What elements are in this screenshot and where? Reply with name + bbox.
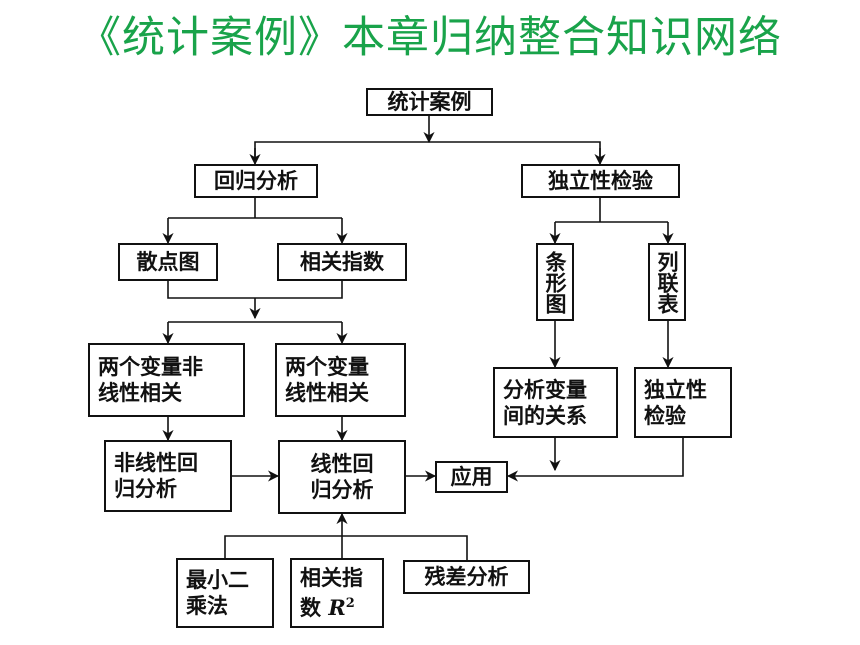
node-analyze-relation-label: 分析变量 间的关系 <box>503 376 587 428</box>
node-independence-label: 独立性检验 <box>548 168 653 193</box>
node-regression: 回归分析 <box>194 164 318 198</box>
node-analyze-relation: 分析变量 间的关系 <box>493 367 618 438</box>
node-nonlinear-reg-label: 非线性回 归分析 <box>114 450 198 501</box>
node-nonlinear-corr-label: 两个变量非 线性相关 <box>98 354 203 405</box>
node-application-label: 应用 <box>450 464 493 489</box>
node-contingency: 列联表 <box>648 243 686 321</box>
node-corr-index-label: 相关指数 <box>300 249 384 274</box>
node-scatter-label: 散点图 <box>136 249 200 274</box>
node-corr-index-r2-text: 相关指 数 <box>300 565 363 620</box>
node-linear-reg: 线性回 归分析 <box>278 440 406 514</box>
node-least-squares: 最小二 乘法 <box>176 558 274 628</box>
node-residual-label: 残差分析 <box>424 564 509 589</box>
edge-root-branch <box>254 141 601 163</box>
node-least-squares-label: 最小二 乘法 <box>186 567 249 618</box>
node-corr-index-r2-var: R <box>328 595 346 620</box>
edge-methods-bar <box>224 535 468 560</box>
node-independence: 独立性检验 <box>521 164 680 198</box>
node-bar-chart: 条形图 <box>536 243 574 321</box>
node-contingency-label: 列联表 <box>655 250 680 314</box>
node-indep-test: 独立性 检验 <box>634 367 732 438</box>
node-linear-corr-label: 两个变量 线性相关 <box>285 354 369 405</box>
node-corr-index-r2: 相关指 数 R2 <box>290 558 384 628</box>
node-nonlinear-reg: 非线性回 归分析 <box>104 440 232 512</box>
node-scatter: 散点图 <box>118 243 218 281</box>
node-root: 统计案例 <box>366 88 493 116</box>
node-indep-test-label: 独立性 检验 <box>644 376 707 428</box>
node-corr-index: 相关指数 <box>277 243 407 281</box>
edge-test-to-application <box>506 438 684 482</box>
node-linear-corr: 两个变量 线性相关 <box>275 343 406 417</box>
node-bar-chart-label: 条形图 <box>543 250 568 314</box>
node-regression-label: 回归分析 <box>214 168 298 193</box>
edge-merge <box>167 281 343 299</box>
node-linear-reg-label: 线性回 归分析 <box>310 451 374 502</box>
node-corr-index-r2-label: 相关指 数 R2 <box>300 565 363 621</box>
node-nonlinear-corr: 两个变量非 线性相关 <box>88 343 245 417</box>
node-residual: 残差分析 <box>403 560 530 594</box>
page-title: 《统计案例》本章归纳整合知识网络 <box>78 13 782 63</box>
node-root-label: 统计案例 <box>387 89 472 114</box>
node-corr-index-r2-sup: 2 <box>345 596 355 611</box>
node-application: 应用 <box>435 461 508 493</box>
